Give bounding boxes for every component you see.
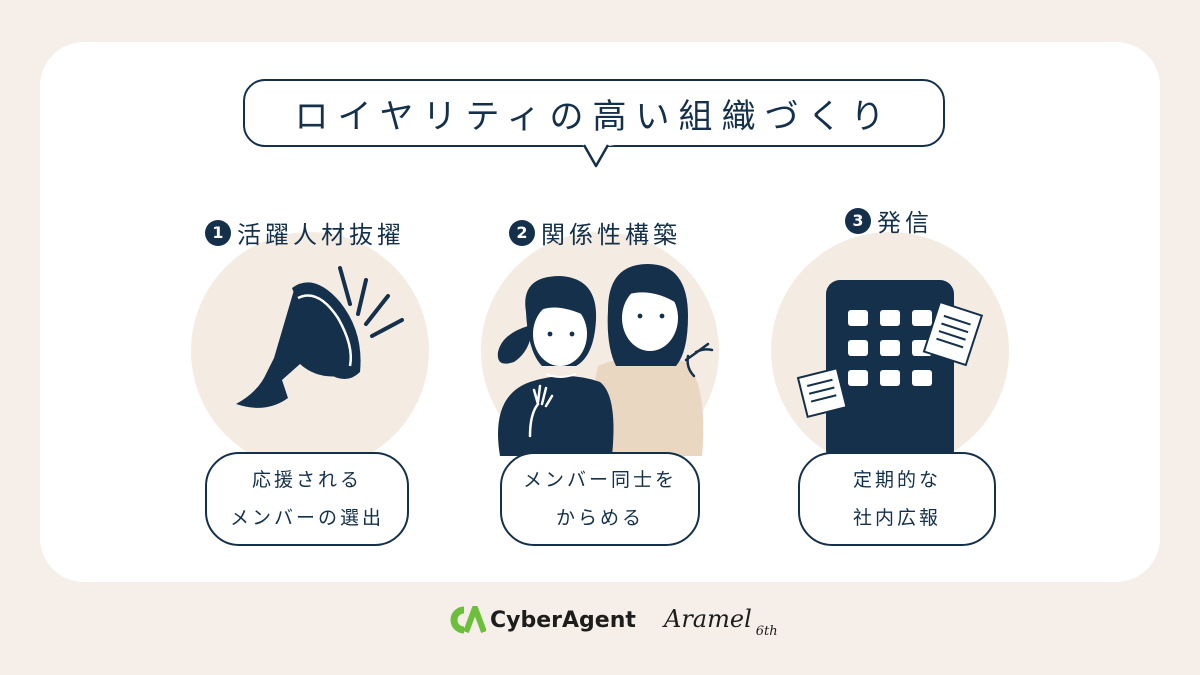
- megaphone-icon: [236, 266, 404, 408]
- pillar-1-number: 1: [205, 219, 231, 246]
- cyberagent-logo: CyberAgent: [448, 606, 636, 634]
- pillar-3-bubble-line2: 社内広報: [852, 507, 941, 529]
- speech-bubble-tail: [582, 144, 622, 168]
- aramel-logo: Aramel 6th: [664, 598, 778, 640]
- pillar-2-label-text: 関係性構築: [541, 221, 681, 249]
- pillar-3-bubble-line1: 定期的な: [852, 469, 941, 491]
- pillar-1-bubble-line2: メンバーの選出: [229, 507, 384, 529]
- pillar-3-number: 3: [845, 207, 871, 234]
- pillar-3-label-text: 発信: [877, 209, 933, 237]
- title-speech-bubble: ロイヤリティの高い組織づくり: [243, 79, 945, 147]
- pillar-1-label-text: 活躍人材抜擢: [237, 221, 405, 249]
- pillar-2-bubble-line1: メンバー同士を: [522, 469, 677, 491]
- cyberagent-wordmark: CyberAgent: [490, 607, 636, 633]
- pillar-2-number: 2: [509, 219, 535, 246]
- pillar-1-bubble: 応援される メンバーの選出: [205, 452, 409, 546]
- smartphone-icon: [796, 280, 984, 460]
- pillar-2-bubble: メンバー同士を からめる: [500, 452, 700, 546]
- pillar-3-label: 3 発信: [845, 203, 933, 238]
- two-people-icon: [497, 264, 714, 456]
- aramel-edition: 6th: [755, 624, 778, 639]
- pillar-1-label: 1 活躍人材抜擢: [205, 215, 405, 250]
- pillar-3-bubble: 定期的な 社内広報: [798, 452, 996, 546]
- page-title: ロイヤリティの高い組織づくり: [294, 96, 894, 137]
- pillar-2-bubble-line2: からめる: [555, 507, 644, 529]
- pillar-2-label: 2 関係性構築: [509, 215, 681, 250]
- aramel-wordmark: Aramel: [664, 604, 752, 633]
- pillar-1-bubble-line1: 応援される: [251, 469, 362, 491]
- cyberagent-mark-icon: [450, 606, 486, 634]
